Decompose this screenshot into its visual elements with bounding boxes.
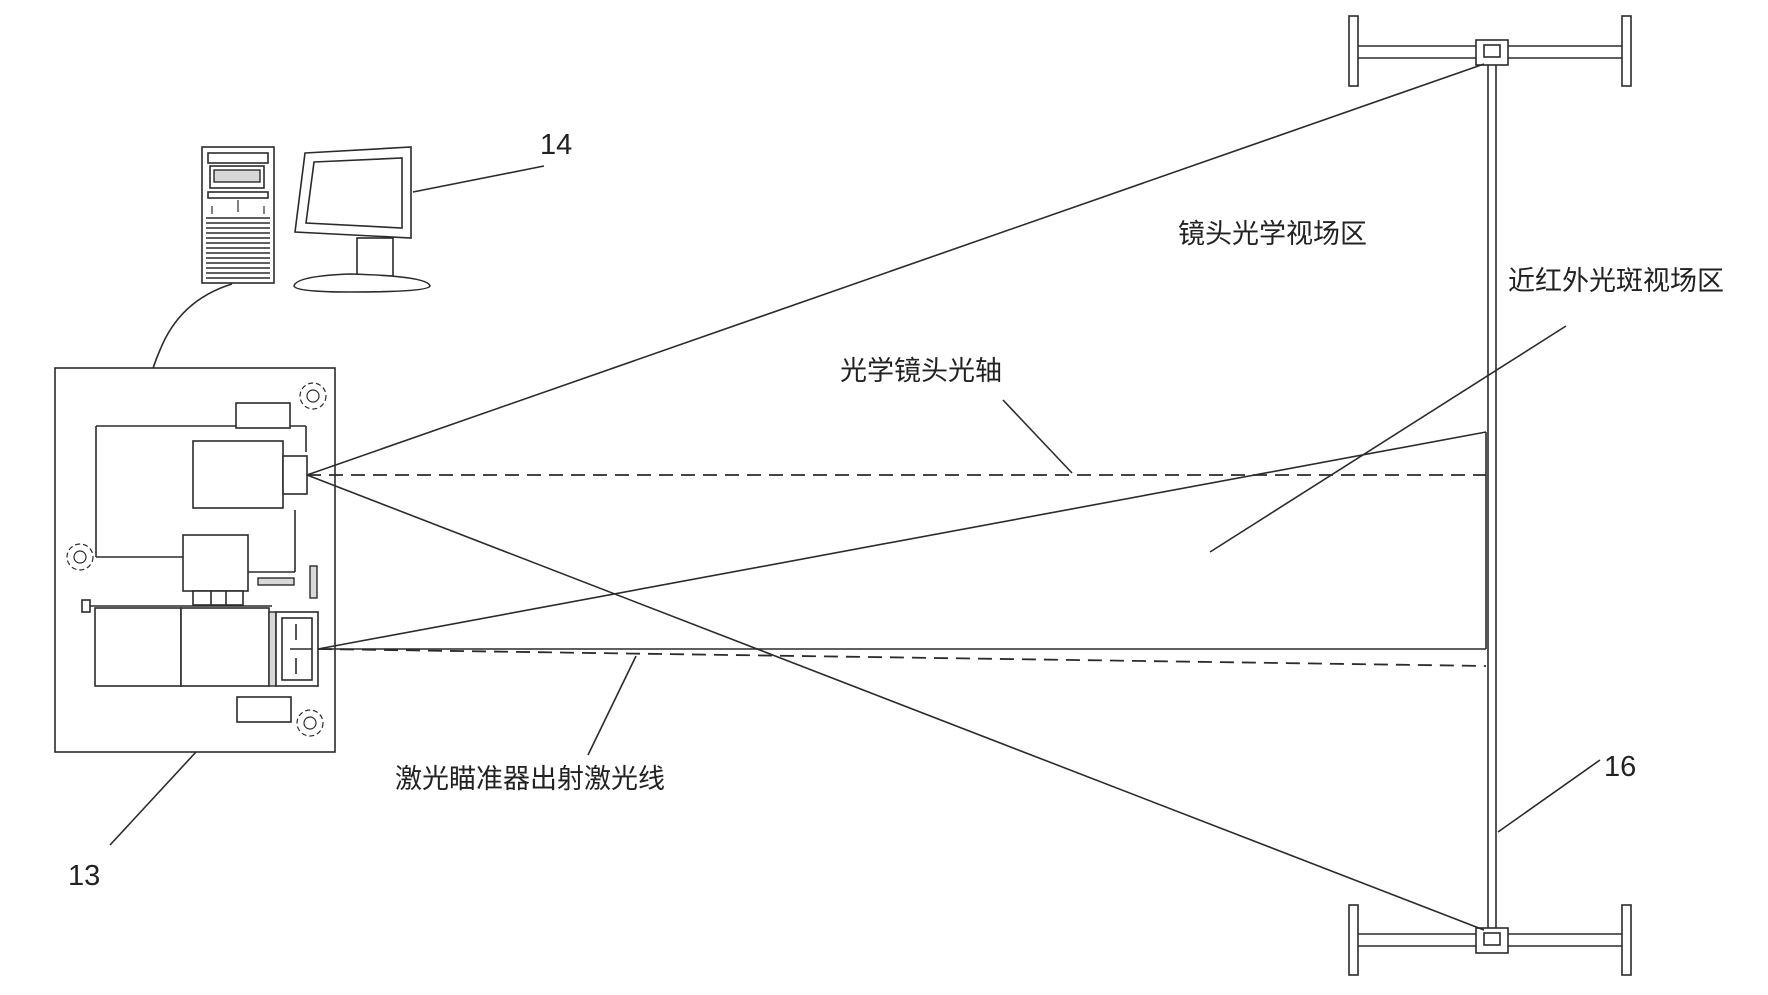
label-lens-fov: 镜头光学视场区 — [1178, 219, 1367, 250]
ref-label-16: 16 — [1604, 751, 1636, 783]
laser-output-line — [318, 649, 1486, 666]
leader-line-14 — [413, 166, 544, 192]
target-screen — [1349, 16, 1631, 975]
label-laser-line: 激光瞄准器出射激光线 — [395, 764, 665, 795]
device-housing — [55, 368, 335, 752]
leader-line-13 — [110, 752, 196, 845]
leader-optical-axis — [1003, 400, 1072, 473]
camera-lens — [283, 456, 307, 494]
ref-label-13: 13 — [68, 860, 100, 892]
leader-line-16 — [1498, 760, 1600, 832]
nir-spot-fov — [318, 432, 1486, 649]
computer-tower — [202, 147, 274, 283]
label-nir-fov: 近红外光斑视场区 — [1508, 266, 1724, 297]
ref-label-14: 14 — [540, 129, 572, 161]
lens-fov-boundary — [307, 64, 1484, 930]
label-optical-axis: 光学镜头光轴 — [840, 356, 1002, 387]
computer-monitor — [294, 147, 430, 292]
leader-nir-fov — [1210, 326, 1566, 552]
laser-aimer — [276, 612, 318, 686]
leader-laser-line — [588, 656, 636, 755]
